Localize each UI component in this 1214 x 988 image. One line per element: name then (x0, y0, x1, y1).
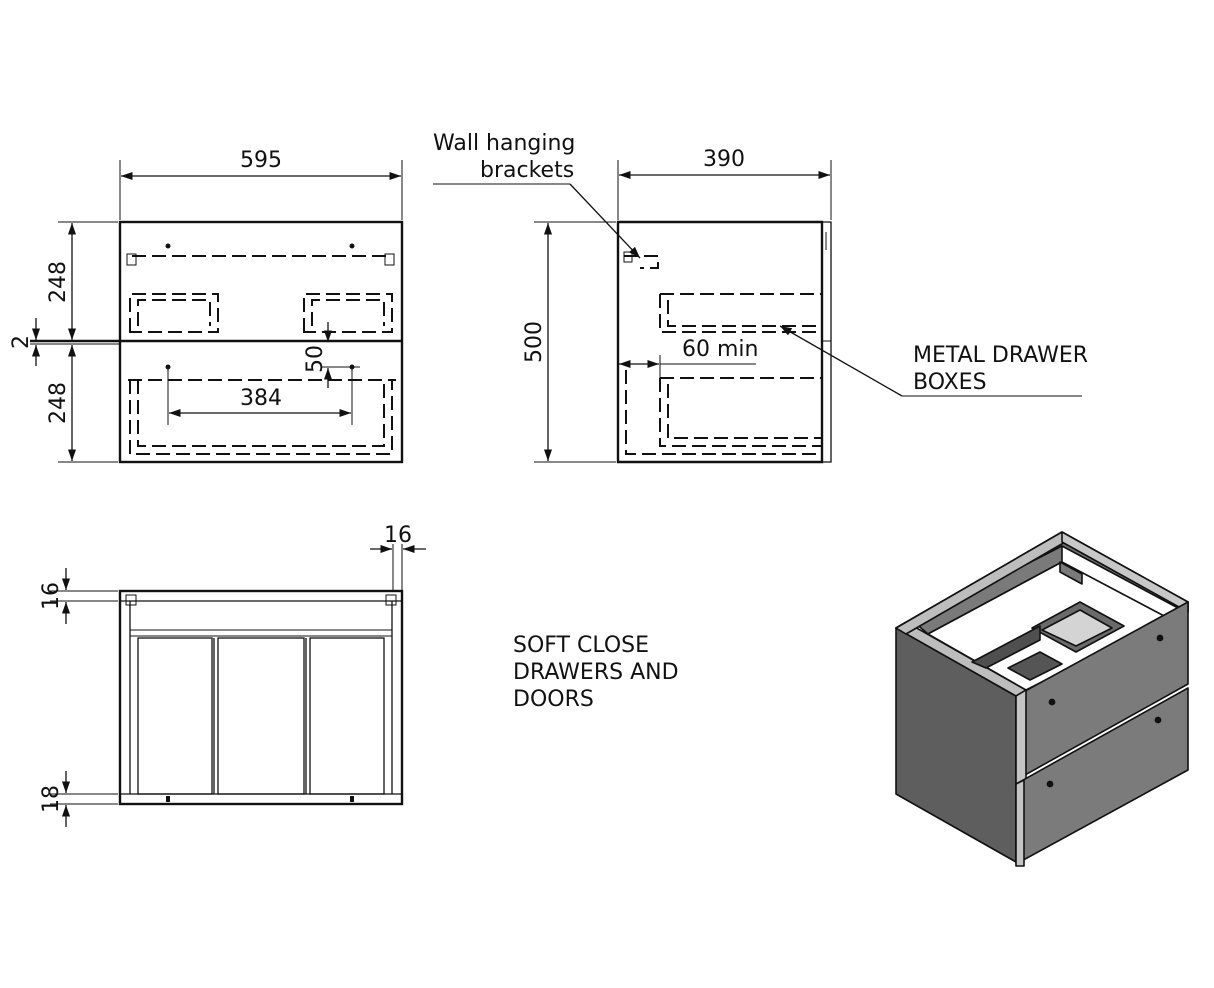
soft-close-note: SOFT CLOSE DRAWERS AND DOORS (513, 633, 679, 712)
plan-top-thickness-label: 16 (39, 582, 64, 610)
plan-side-thickness-label: 16 (384, 523, 412, 548)
handle-offset-dimension: 50 (303, 322, 333, 388)
plan-view (118, 589, 404, 806)
front-lower-height-label: 248 (46, 382, 71, 424)
side-view (616, 220, 832, 464)
clearance-dimension: 60 min (619, 337, 758, 378)
isometric-view (895, 531, 1189, 867)
soft-close-line1: SOFT CLOSE (513, 633, 649, 658)
handle-offset-label: 50 (303, 345, 328, 373)
clearance-label: 60 min (682, 337, 758, 362)
side-depth-label: 390 (703, 147, 745, 172)
brackets-label-line1: Wall hanging (433, 131, 575, 156)
front-lower-height-dimension: 248 (46, 345, 118, 463)
front-upper-height-dimension: 248 (46, 221, 118, 340)
side-height-label: 500 (522, 321, 547, 363)
soft-close-line3: DOORS (513, 687, 594, 712)
front-upper-height-label: 248 (46, 261, 71, 303)
wall-bracket-callout: Wall hanging brackets (433, 131, 641, 259)
drawer-boxes-label-line2: BOXES (913, 370, 987, 395)
plan-bottom-thickness-label: 18 (39, 785, 64, 813)
brackets-label-line2: brackets (480, 158, 574, 183)
front-width-dimension: 595 (119, 148, 403, 220)
front-gap-dimension: 2 (9, 318, 41, 366)
soft-close-line2: DRAWERS AND (513, 660, 679, 685)
plan-side-thickness-dimension: 16 (370, 523, 426, 590)
side-depth-dimension: 390 (617, 147, 832, 220)
front-view (30, 220, 404, 464)
drawer-box-callout: METAL DRAWER BOXES (779, 325, 1088, 397)
drawer-boxes-label-line1: METAL DRAWER (913, 343, 1088, 368)
plan-top-thickness-dimension: 16 (39, 568, 118, 624)
handle-spacing-label: 384 (240, 386, 282, 411)
side-height-dimension: 500 (522, 221, 616, 463)
front-width-label: 595 (240, 148, 282, 173)
front-gap-label: 2 (9, 335, 34, 349)
plan-bottom-thickness-dimension: 18 (39, 771, 118, 827)
handle-spacing-dimension: 384 (169, 386, 351, 418)
